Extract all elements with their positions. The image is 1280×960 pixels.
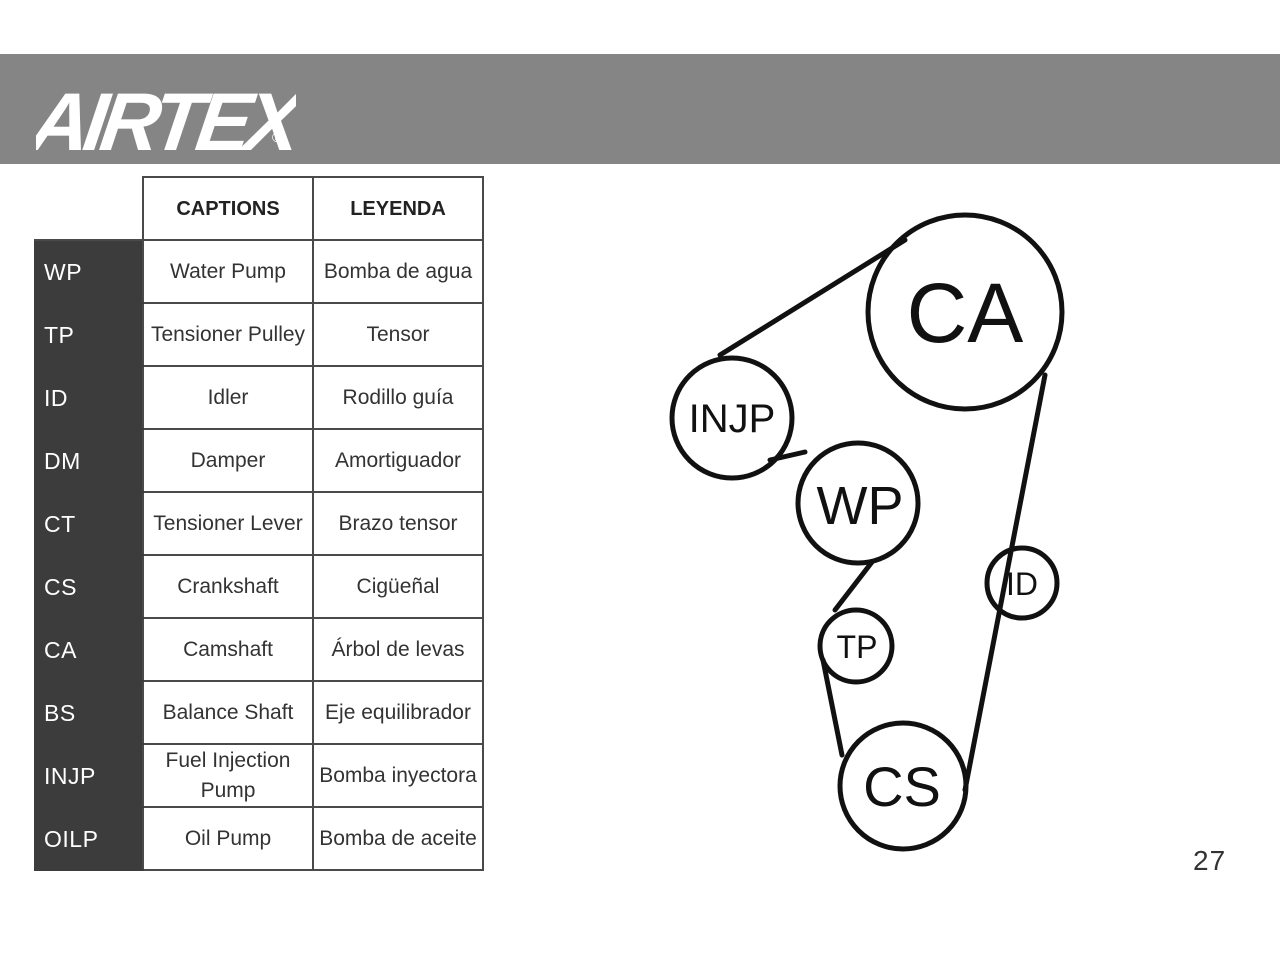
row-code: ID bbox=[34, 365, 144, 430]
table-header-row: CAPTIONS LEYENDA bbox=[35, 176, 484, 241]
belt-segment bbox=[962, 372, 1048, 793]
row-caption: Balance Shaft bbox=[142, 680, 314, 745]
row-code: TP bbox=[34, 302, 144, 367]
row-leyenda: Brazo tensor bbox=[312, 491, 484, 556]
row-caption: Idler bbox=[142, 365, 314, 430]
row-caption: Crankshaft bbox=[142, 554, 314, 619]
row-leyenda: Bomba de agua bbox=[312, 239, 484, 304]
svg-text:AIRTEX: AIRTEX bbox=[36, 76, 296, 160]
injection-pump-pulley bbox=[669, 355, 795, 481]
row-leyenda: Tensor bbox=[312, 302, 484, 367]
row-leyenda: Bomba inyectora bbox=[312, 743, 484, 808]
row-code: DM bbox=[34, 428, 144, 493]
row-caption: Tensioner Pulley bbox=[142, 302, 314, 367]
row-code: INJP bbox=[34, 743, 144, 808]
airtex-logo: AIRTEX ® bbox=[36, 76, 296, 160]
row-leyenda: Rodillo guía bbox=[312, 365, 484, 430]
row-code: OILP bbox=[34, 806, 144, 871]
row-leyenda: Cigüeñal bbox=[312, 554, 484, 619]
pulley-label-wp: WP bbox=[817, 476, 904, 536]
table-row: TP Tensioner Pulley Tensor bbox=[34, 302, 484, 367]
belt-segment bbox=[717, 237, 908, 358]
header-corner bbox=[35, 177, 144, 241]
table-row: OILP Oil Pump Bomba de aceite bbox=[34, 806, 484, 871]
belt-routing-diagram: CA INJP WP ID TP CS bbox=[669, 212, 1065, 852]
row-code: CA bbox=[34, 617, 144, 682]
pulley-label-cs: CS bbox=[863, 755, 941, 818]
tensioner-pulley bbox=[817, 607, 895, 685]
row-caption: Fuel Injection Pump bbox=[142, 743, 314, 808]
idler-pulley bbox=[984, 545, 1060, 621]
table-row: CT Tensioner Lever Brazo tensor bbox=[34, 491, 484, 556]
row-code: WP bbox=[34, 239, 144, 304]
row-caption: Camshaft bbox=[142, 617, 314, 682]
camshaft-pulley bbox=[865, 212, 1065, 412]
pulley-label-id: ID bbox=[1006, 566, 1038, 602]
page-number: 27 bbox=[1193, 845, 1227, 876]
row-code: BS bbox=[34, 680, 144, 745]
row-caption: Tensioner Lever bbox=[142, 491, 314, 556]
belt-segment bbox=[820, 657, 845, 758]
row-caption: Oil Pump bbox=[142, 806, 314, 871]
row-code: CT bbox=[34, 491, 144, 556]
pulley-label-tp: TP bbox=[837, 629, 878, 665]
table-row: DM Damper Amortiguador bbox=[34, 428, 484, 493]
row-caption: Damper bbox=[142, 428, 314, 493]
crankshaft-pulley bbox=[837, 720, 969, 852]
table-row: INJP Fuel Injection Pump Bomba inyectora bbox=[34, 743, 484, 808]
row-leyenda: Bomba de aceite bbox=[312, 806, 484, 871]
pulley-label-injp: INJP bbox=[689, 397, 776, 441]
row-leyenda: Eje equilibrador bbox=[312, 680, 484, 745]
leyenda-header: LEYENDA bbox=[312, 176, 484, 241]
table-row: WP Water Pump Bomba de agua bbox=[34, 239, 484, 304]
row-code: CS bbox=[34, 554, 144, 619]
pulley-label-ca: CA bbox=[907, 266, 1024, 360]
row-leyenda: Árbol de levas bbox=[312, 617, 484, 682]
table-row: BS Balance Shaft Eje equilibrador bbox=[34, 680, 484, 745]
table-row: CS Crankshaft Cigüeñal bbox=[34, 554, 484, 619]
captions-header: CAPTIONS bbox=[142, 176, 314, 241]
header-bar bbox=[0, 54, 1280, 164]
water-pump-pulley bbox=[795, 440, 921, 566]
legend-table: CAPTIONS LEYENDA WP Water Pump Bomba de … bbox=[34, 176, 484, 871]
table-row: CA Camshaft Árbol de levas bbox=[34, 617, 484, 682]
svg-text:®: ® bbox=[272, 129, 283, 145]
belt-segment bbox=[832, 559, 875, 613]
table-row: ID Idler Rodillo guía bbox=[34, 365, 484, 430]
row-leyenda: Amortiguador bbox=[312, 428, 484, 493]
row-caption: Water Pump bbox=[142, 239, 314, 304]
